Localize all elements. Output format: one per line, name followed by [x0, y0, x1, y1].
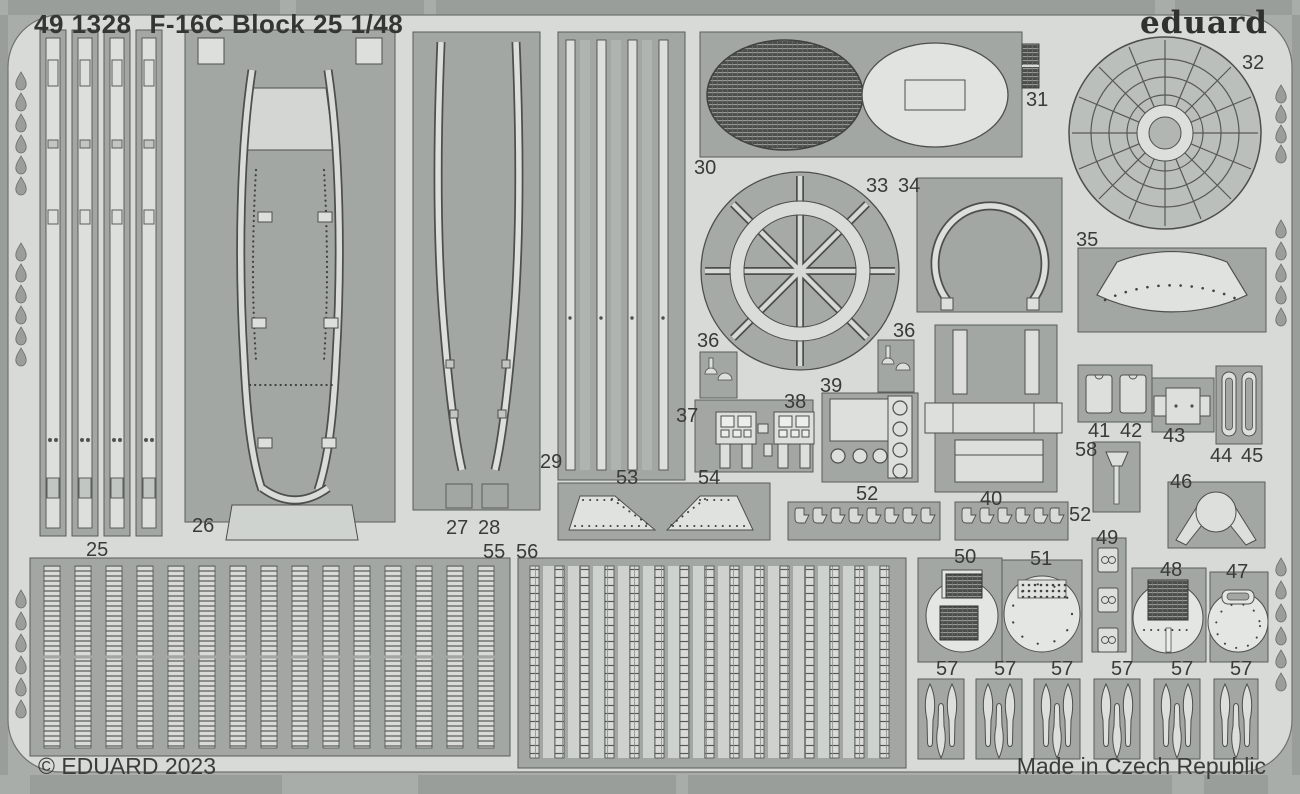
part-label-36: 36: [697, 330, 720, 352]
part-label-57: 57: [1171, 658, 1194, 680]
part-label-41: 41: [1088, 420, 1111, 442]
part-label-50: 50: [954, 546, 977, 568]
part-39: [821, 392, 919, 483]
part-label-35: 35: [1076, 229, 1099, 251]
part-label-33: 33: [866, 175, 889, 197]
part-label-57: 57: [936, 658, 959, 680]
part-27-28: [412, 31, 541, 511]
part-label-32: 32: [1242, 52, 1265, 74]
part-label-36: 36: [893, 320, 916, 342]
part-52-left: [787, 501, 941, 541]
part-36-left: [699, 351, 738, 399]
part-label-53: 53: [616, 467, 639, 489]
part-55: [29, 557, 511, 757]
part-29: [557, 31, 686, 481]
part-label-43: 43: [1163, 425, 1186, 447]
part-30: [699, 31, 1023, 158]
part-34: [916, 177, 1063, 313]
part-57-plate: [1213, 678, 1259, 760]
part-label-57: 57: [1111, 658, 1134, 680]
part-label-34: 34: [898, 175, 921, 197]
part-52-right: [954, 501, 1069, 541]
part-49: [1091, 537, 1127, 653]
part-label-52: 52: [1069, 504, 1092, 526]
part-label-58: 58: [1075, 439, 1098, 461]
part-label-26: 26: [192, 515, 215, 537]
part-57-plate: [1153, 678, 1201, 760]
part-label-57: 57: [1051, 658, 1074, 680]
part-32: [1068, 36, 1262, 230]
part-26: [184, 29, 396, 541]
part-label-42: 42: [1120, 420, 1143, 442]
part-label-57: 57: [994, 658, 1017, 680]
made-in-text: Made in Czech Republic: [1016, 753, 1266, 779]
part-51: [1001, 559, 1083, 663]
part-57-plate: [917, 678, 965, 760]
part-44-45: [1215, 365, 1263, 445]
part-label-57: 57: [1230, 658, 1253, 680]
part-label-39: 39: [820, 375, 843, 397]
part-56: [517, 557, 907, 769]
part-57-plate: [1033, 678, 1081, 760]
part-label-47: 47: [1226, 561, 1249, 583]
part-label-45: 45: [1241, 445, 1264, 467]
part-57-group: [917, 678, 1259, 760]
part-label-37: 37: [676, 405, 699, 427]
brand-logo: eduard: [1139, 5, 1268, 41]
part-31: [1021, 43, 1040, 89]
part-label-44: 44: [1210, 445, 1233, 467]
part-label-52: 52: [856, 483, 879, 505]
part-37-38: [694, 399, 815, 473]
part-43: [1151, 377, 1215, 433]
part-label-46: 46: [1170, 471, 1193, 493]
part-label-54: 54: [698, 467, 721, 489]
part-53-54: [557, 482, 771, 541]
part-50: [917, 557, 1003, 663]
part-label-48: 48: [1160, 559, 1183, 581]
part-label-55: 55: [483, 541, 506, 563]
part-label-29: 29: [540, 451, 563, 473]
part-46: [1167, 481, 1266, 549]
part-label-28: 28: [478, 517, 501, 539]
part-58: [1092, 441, 1141, 513]
part-40: [924, 324, 1063, 493]
sheet-code: 49 1328: [34, 9, 132, 39]
part-label-31: 31: [1026, 89, 1049, 111]
part-35: [1077, 247, 1267, 333]
part-33: [700, 171, 900, 371]
part-label-25: 25: [86, 539, 109, 561]
part-48: [1131, 567, 1207, 663]
part-47: [1207, 571, 1269, 663]
part-41-42: [1077, 364, 1153, 423]
sheet-header: 49 1328 F-16C Block 25 1/48: [34, 9, 403, 40]
part-label-30: 30: [694, 157, 717, 179]
part-label-40: 40: [980, 488, 1003, 510]
part-label-27: 27: [446, 517, 469, 539]
part-label-38: 38: [784, 391, 807, 413]
copyright-text: © EDUARD 2023: [38, 753, 217, 779]
part-25: [39, 29, 163, 537]
part-57-plate: [1093, 678, 1141, 760]
sheet-title: F-16C Block 25 1/48: [149, 9, 404, 39]
part-57-plate: [975, 678, 1023, 760]
part-label-51: 51: [1030, 548, 1053, 570]
part-36-right: [877, 339, 915, 393]
part-label-56: 56: [516, 541, 539, 563]
part-label-49: 49: [1096, 527, 1119, 549]
